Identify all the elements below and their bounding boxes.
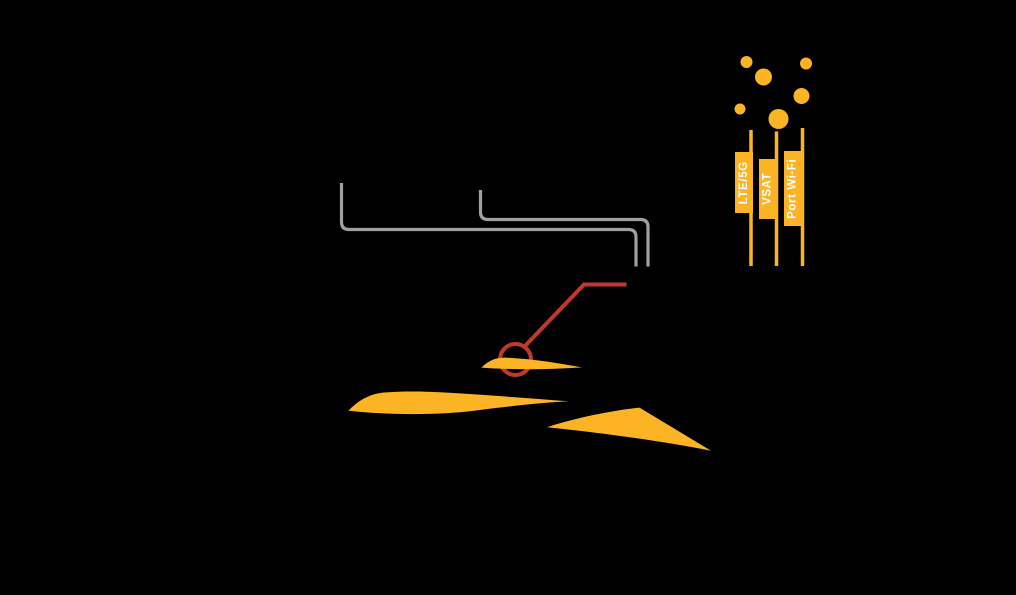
connection-label-vsat: VSAT xyxy=(759,159,777,219)
ship-swooshes xyxy=(348,357,711,451)
bracket-connectors xyxy=(339,183,650,267)
connection-label-port-wifi: Port Wi-Fi xyxy=(784,151,802,226)
ship-swoosh-bottom xyxy=(547,407,711,451)
ship-swoosh-middle xyxy=(348,391,569,415)
connection-label-lte-5g: LTE/5G xyxy=(735,152,753,213)
bracket-outer xyxy=(339,183,638,267)
signal-bubbles-icon xyxy=(734,56,812,129)
connection-label-lte-5g-text: LTE/5G xyxy=(737,160,750,205)
connection-label-port-wifi-text: Port Wi-Fi xyxy=(786,158,799,219)
bracket-inner xyxy=(478,190,650,267)
callout-line xyxy=(523,282,627,348)
connection-label-vsat-text: VSAT xyxy=(761,172,774,206)
ship-swoosh-top xyxy=(481,357,582,370)
